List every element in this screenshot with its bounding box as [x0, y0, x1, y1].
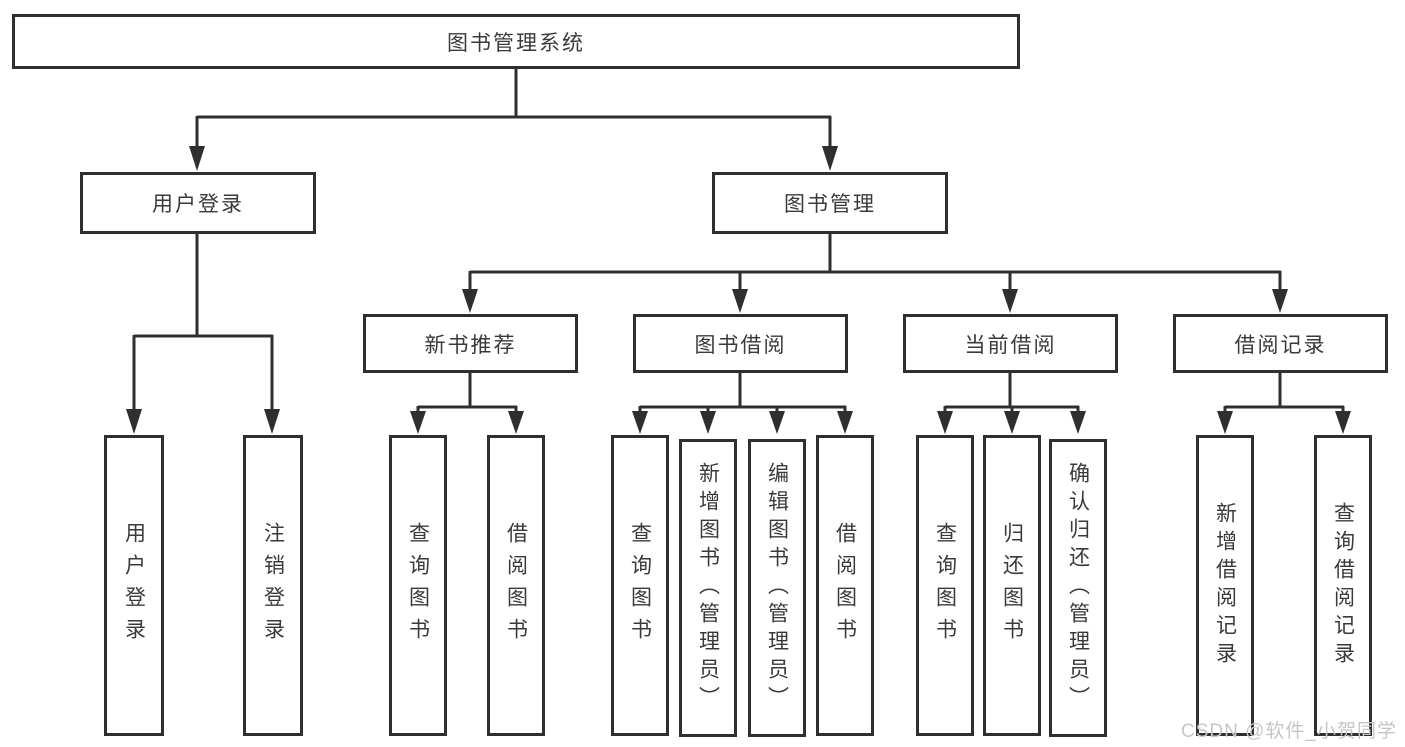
node-borrow-record: 借阅记录	[1173, 314, 1388, 373]
node-book-borrow-label: 图书借阅	[694, 333, 787, 357]
node-leaf-query-borrow-record-label: 查询借阅记录	[1331, 501, 1355, 670]
node-leaf-user-login-label: 用户登录	[122, 521, 146, 650]
node-leaf-query-borrow-record: 查询借阅记录	[1314, 435, 1372, 736]
node-leaf-logout-label: 注销登录	[261, 521, 285, 650]
node-borrow-record-label: 借阅记录	[1234, 333, 1327, 357]
node-root: 图书管理系统	[12, 14, 1020, 69]
node-leaf-return-book: 归还图书	[983, 435, 1041, 736]
node-current-borrow-label: 当前借阅	[964, 333, 1057, 357]
node-leaf-borrow-book: 借阅图书	[816, 435, 874, 736]
node-leaf-query-book-current-label: 查询图书	[933, 521, 957, 650]
node-user-login: 用户登录	[80, 172, 316, 234]
node-leaf-add-borrow-record: 新增借阅记录	[1196, 435, 1254, 736]
node-leaf-borrow-book-recommend-label: 借阅图书	[504, 521, 528, 650]
node-leaf-query-book-current: 查询图书	[916, 435, 974, 736]
node-leaf-borrow-book-recommend: 借阅图书	[487, 435, 545, 736]
node-leaf-add-book-admin: 新增图书（管理员）	[679, 439, 737, 737]
node-new-book-recommend-label: 新书推荐	[424, 333, 517, 357]
node-leaf-query-book-borrow: 查询图书	[611, 435, 669, 736]
node-book-borrow: 图书借阅	[633, 314, 848, 373]
node-leaf-borrow-book-label: 借阅图书	[833, 521, 857, 650]
node-leaf-edit-book-admin: 编辑图书（管理员）	[748, 439, 806, 737]
node-leaf-add-book-admin-label: 新增图书（管理员）	[696, 462, 720, 714]
node-leaf-confirm-return-admin-label: 确认归还（管理员）	[1066, 462, 1090, 714]
node-user-login-label: 用户登录	[152, 193, 244, 216]
node-book-management: 图书管理	[712, 172, 948, 234]
node-leaf-confirm-return-admin: 确认归还（管理员）	[1049, 439, 1107, 737]
node-root-label: 图书管理系统	[447, 31, 585, 55]
node-current-borrow: 当前借阅	[903, 314, 1118, 373]
node-leaf-add-borrow-record-label: 新增借阅记录	[1213, 501, 1237, 670]
node-new-book-recommend: 新书推荐	[363, 314, 578, 373]
node-leaf-user-login: 用户登录	[104, 435, 164, 736]
node-leaf-query-book-recommend-label: 查询图书	[406, 521, 430, 650]
node-leaf-query-book-recommend: 查询图书	[389, 435, 447, 736]
node-book-management-label: 图书管理	[784, 193, 876, 216]
node-leaf-return-book-label: 归还图书	[1000, 521, 1024, 650]
node-leaf-edit-book-admin-label: 编辑图书（管理员）	[765, 462, 789, 714]
node-leaf-logout: 注销登录	[243, 435, 303, 736]
node-leaf-query-book-borrow-label: 查询图书	[628, 521, 652, 650]
csdn-watermark: CSDN @软件_小贺同学	[1181, 721, 1397, 742]
